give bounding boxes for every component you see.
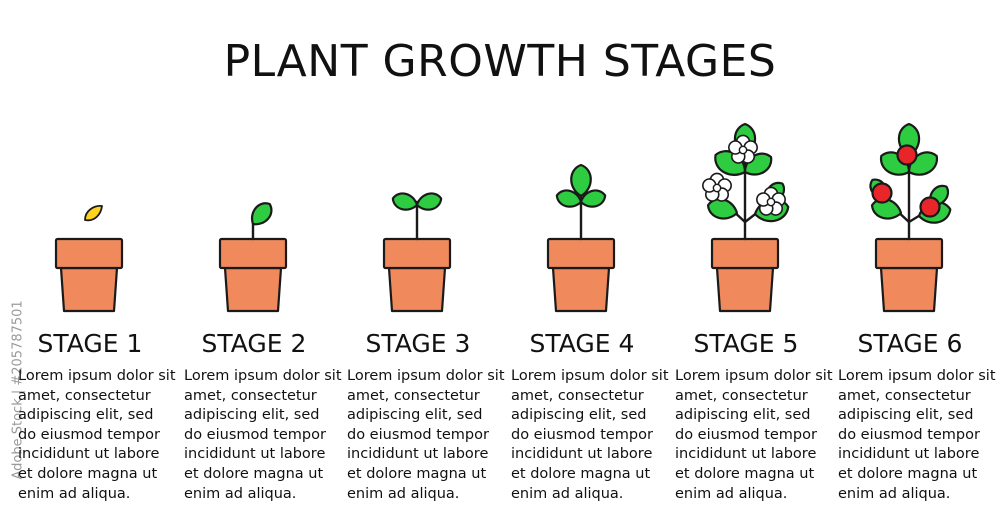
leaf (391, 192, 419, 211)
pot-rim (874, 237, 944, 270)
pot-rim (218, 237, 288, 270)
flower (728, 134, 758, 164)
leaf (250, 202, 273, 226)
flower-center (712, 183, 722, 193)
stage-1-description: Lorem ipsum dolor sit amet, consectetur … (18, 368, 176, 502)
seed-icon (54, 205, 124, 313)
flower (702, 172, 732, 202)
pot-body (223, 266, 283, 313)
pot-body (715, 266, 775, 313)
stage-3-label: STAGE 3 (365, 329, 471, 358)
stage-4-label: STAGE 4 (529, 329, 635, 358)
pot-body (551, 266, 611, 313)
leaf (570, 163, 592, 198)
leaf (415, 192, 443, 211)
stage-2-label: STAGE 2 (201, 329, 307, 358)
pot-rim (710, 237, 780, 270)
stage-5-label: STAGE 5 (693, 329, 799, 358)
seed (84, 205, 103, 222)
stage-6-description: Lorem ipsum dolor sit amet, consectetur … (838, 368, 996, 502)
fruit (871, 182, 893, 204)
pot-rim (382, 237, 452, 270)
stage-3-description: Lorem ipsum dolor sit amet, consectetur … (347, 368, 505, 502)
seedling-icon (382, 192, 452, 313)
stage-5-description: Lorem ipsum dolor sit amet, consectetur … (675, 368, 833, 502)
pot-body (387, 266, 447, 313)
fruit (896, 144, 918, 166)
flower (756, 186, 786, 216)
flower-center (766, 197, 776, 207)
fruiting-plant-icon (869, 122, 952, 313)
young-plant-icon (546, 163, 616, 313)
pot-rim (54, 237, 124, 270)
leaf (870, 198, 903, 220)
leaf (555, 189, 583, 208)
flower-center (738, 145, 748, 155)
pot-rim (546, 237, 616, 270)
leaf (579, 189, 607, 208)
stage-6-label: STAGE 6 (857, 329, 963, 358)
fruit (919, 196, 941, 218)
flowering-plant-icon (702, 122, 790, 313)
page-title: PLANT GROWTH STAGES (223, 36, 777, 87)
pot-body (59, 266, 119, 313)
stage-1-label: STAGE 1 (37, 329, 143, 358)
stage-4-description: Lorem ipsum dolor sit amet, consectetur … (511, 368, 669, 502)
sprout-icon (218, 202, 288, 313)
leaf (706, 198, 739, 220)
stage-2-description: Lorem ipsum dolor sit amet, consectetur … (184, 368, 342, 502)
pot-body (879, 266, 939, 313)
